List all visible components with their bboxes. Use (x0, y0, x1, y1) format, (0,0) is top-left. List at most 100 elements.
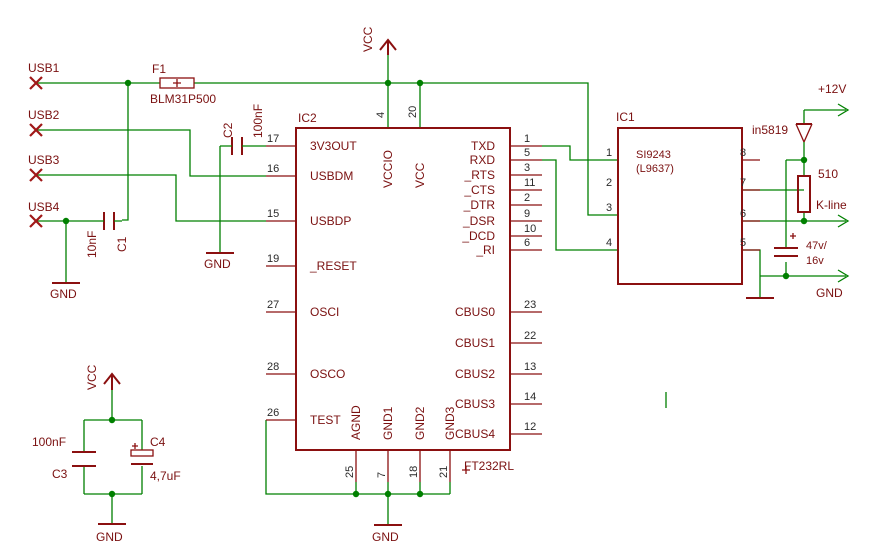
ic1-pin-number: 5 (740, 237, 746, 249)
ic2-pin-number: 28 (267, 361, 279, 373)
capacitor-c1 (100, 212, 122, 230)
usb4-cross-icon (29, 214, 43, 228)
usb1-cross-icon (29, 76, 43, 90)
usb1-label: USB1 (28, 61, 60, 75)
ic2-pin-name: _CTS (463, 183, 495, 197)
diode-d1 (795, 123, 813, 144)
kline-arrow-icon (837, 214, 850, 228)
ic1-pin-number: 1 (606, 147, 612, 159)
c2-value: 100nF (251, 104, 265, 138)
ic2-pin-name: USBDM (310, 169, 353, 183)
ic2-plus-mark-icon (462, 466, 470, 474)
ic2-pin-name: 3V3OUT (310, 139, 357, 153)
ic2-pin-number: 12 (524, 421, 536, 433)
gnd-label-ic2: GND (372, 530, 399, 544)
usb-port-markers (29, 76, 43, 228)
ic2-pin-number: 23 (524, 299, 536, 311)
gnd-label-c3c4: GND (96, 530, 123, 544)
ic1-value-line1: SI9243 (636, 149, 671, 161)
v12-arrow-icon (837, 103, 850, 117)
kline-label: K-line (816, 198, 847, 212)
c1-ref: C1 (115, 236, 129, 252)
ic2-pin-number: 7 (376, 472, 388, 478)
c5-value-line1: 47v/ (806, 240, 828, 252)
c2-ref: C2 (221, 122, 235, 138)
ic1-pin-number: 8 (740, 147, 746, 159)
ic2-pin-number: 17 (267, 133, 279, 145)
ic2-pin-number: 5 (524, 147, 530, 159)
ic2-pin-number: 16 (267, 163, 279, 175)
capacitor-c2 (220, 137, 247, 155)
vcc-arrow-icon-left (103, 372, 121, 390)
ic2-pin-name: VCCIO (381, 150, 395, 188)
ic2-pin-name: CBUS0 (455, 305, 495, 319)
ic2-pin-name: USBDP (310, 214, 351, 228)
ic2-pin-name: _RTS (464, 168, 495, 182)
usb4-label: USB4 (28, 200, 60, 214)
ic2-pin-name: AGND (349, 405, 363, 440)
d1-value: in5819 (752, 123, 788, 137)
ic2-pin-number: 11 (524, 177, 535, 189)
ic2-value: FT232RL (464, 459, 514, 473)
ic2-pin-name: TEST (310, 413, 341, 427)
ic2-pin-name: GND1 (381, 406, 395, 440)
ic2-pin-number: 3 (524, 162, 530, 174)
c3-ref: C3 (52, 467, 68, 481)
vcc-label-left: VCC (85, 364, 99, 390)
ic2-pin-name: TXD (471, 139, 495, 153)
ic2-pin-number: 25 (344, 466, 356, 478)
ic1-pin-number: 4 (606, 237, 612, 249)
capacitor-c5 (774, 233, 798, 257)
gnd-label-right: GND (816, 286, 843, 300)
junctions (62, 79, 808, 498)
ic2-pin-name: _DTR (463, 198, 496, 212)
ic2-pin-name: GND3 (443, 406, 457, 440)
ic1-value-line2: (L9637) (636, 163, 674, 175)
ic2-pin-number: 27 (267, 299, 279, 311)
ic2-pin-number: 22 (524, 330, 536, 342)
ic2-pin-name: _DCD (461, 229, 495, 243)
c4-value: 4,7uF (150, 469, 181, 483)
c4-ref: C4 (150, 435, 166, 449)
ic1-body (617, 127, 743, 285)
ic1-pin-number: 6 (740, 208, 746, 220)
ic2-pin-number: 21 (438, 466, 450, 478)
ic2-pin-number: 18 (408, 466, 420, 478)
vcc-arrow-icon-top (379, 38, 397, 55)
ic2-pin-number: 20 (407, 106, 419, 118)
ic2-pin-number: 4 (375, 112, 387, 118)
c3-value: 100nF (32, 435, 66, 449)
ic2-body (295, 127, 511, 451)
r1-value: 510 (818, 167, 838, 181)
f1-value: BLM31P500 (150, 92, 216, 106)
ic2-pin-name: _RI (475, 243, 495, 257)
ic1-ref: IC1 (616, 110, 635, 124)
ic2-pin-number: 19 (267, 253, 279, 265)
ic1-pin-number: 7 (740, 177, 746, 189)
c5-value-line2: 16v (806, 255, 824, 267)
vcc-label-top: VCC (361, 26, 375, 52)
ic2-pin-name: VCC (413, 162, 427, 188)
gnd-label-usb4: GND (50, 287, 77, 301)
ferrite-f1 (159, 77, 195, 89)
usb2-cross-icon (29, 123, 43, 137)
ic2-bottom-pins: 25 AGND 7 GND1 18 GND2 21 GND3 (344, 405, 457, 482)
capacitor-c4 (130, 443, 154, 465)
usb2-label: USB2 (28, 108, 60, 122)
ic2-ref: IC2 (298, 111, 317, 125)
resistor-r1 (797, 175, 811, 213)
ic2-pin-name: GND2 (413, 406, 427, 440)
ic2-pin-name: OSCI (310, 305, 339, 319)
ic2-pin-name: CBUS3 (455, 397, 495, 411)
ic2-pin-name: _RESET (309, 259, 357, 273)
ic2-pin-name: CBUS2 (455, 367, 495, 381)
ic2-pin-number: 1 (524, 133, 530, 145)
ic2-pin-name: OSCO (310, 367, 345, 381)
ic2-pin-name: CBUS4 (455, 427, 495, 441)
ic2-pin-number: 2 (524, 192, 530, 204)
